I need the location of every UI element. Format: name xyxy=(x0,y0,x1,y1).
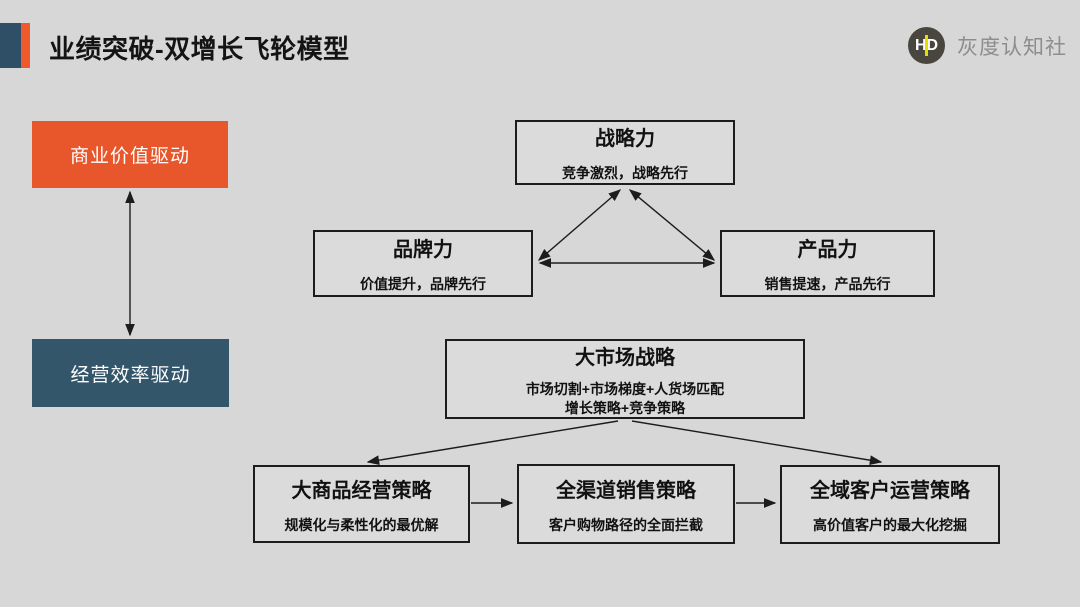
node-brand-subtitle: 价值提升，品牌先行 xyxy=(360,276,486,292)
arrow-strategy-to-product xyxy=(628,189,716,261)
arrow-market-to-customer xyxy=(631,420,883,466)
node-merchandise-subtitle: 规模化与柔性化的最优解 xyxy=(284,516,439,533)
brand-logo: HD 灰度认知社 xyxy=(908,27,1067,64)
node-strategy-power: 战略力 竞争激烈，战略先行 xyxy=(515,120,735,185)
node-omnichannel-subtitle: 客户购物路径的全面拦截 xyxy=(549,516,703,533)
node-brand-title: 品牌力 xyxy=(393,239,453,261)
node-customer-subtitle: 高价值客户的最大化挖掘 xyxy=(813,517,967,533)
logo-yellow-stripe xyxy=(925,35,928,56)
title-accent-blue-bar xyxy=(0,23,21,68)
node-brand-power: 品牌力 价值提升，品牌先行 xyxy=(313,230,533,297)
node-product-power: 产品力 销售提速，产品先行 xyxy=(720,230,935,297)
node-omnichannel-strategy: 全渠道销售策略 客户购物路径的全面拦截 xyxy=(517,464,735,544)
node-strategy-title: 战略力 xyxy=(595,128,655,150)
node-market-title: 大市场战略 xyxy=(575,346,675,369)
node-merchandise-strategy: 大商品经营策略 规模化与柔性化的最优解 xyxy=(253,465,470,543)
page-title: 业绩突破-双增长飞轮模型 xyxy=(49,34,350,64)
node-market-subtitle: 市场切割+市场梯度+人货场匹配 增长策略+竞争策略 xyxy=(526,380,724,418)
node-product-subtitle: 销售提速，产品先行 xyxy=(764,276,891,292)
driver-operating-efficiency-label: 经营效率驱动 xyxy=(70,364,191,386)
driver-operating-efficiency: 经营效率驱动 xyxy=(32,339,229,407)
driver-business-value-label: 商业价值驱动 xyxy=(69,146,190,167)
title-accent-orange-bar xyxy=(21,23,30,68)
logo-circle-icon: HD xyxy=(908,27,945,64)
driver-business-value: 商业价值驱动 xyxy=(32,121,228,188)
arrow-market-to-merchandise xyxy=(366,420,619,466)
logo-name: 灰度认知社 xyxy=(957,35,1067,59)
node-product-title: 产品力 xyxy=(797,239,858,261)
node-customer-title: 全域客户运营策略 xyxy=(810,480,970,502)
node-market-subtitle-line2: 增长策略+竞争策略 xyxy=(564,399,686,416)
node-customer-strategy: 全域客户运营策略 高价值客户的最大化挖掘 xyxy=(780,465,1000,544)
arrow-strategy-to-brand xyxy=(537,189,622,261)
node-merchandise-title: 大商品经营策略 xyxy=(291,479,432,502)
node-market-subtitle-line1: 市场切割+市场梯度+人货场匹配 xyxy=(525,380,725,397)
node-strategy-subtitle: 竞争激烈，战略先行 xyxy=(562,165,688,181)
title-accent-bars xyxy=(0,23,30,68)
node-omnichannel-title: 全渠道销售策略 xyxy=(556,479,696,502)
node-market-strategy: 大市场战略 市场切割+市场梯度+人货场匹配 增长策略+竞争策略 xyxy=(445,339,805,419)
